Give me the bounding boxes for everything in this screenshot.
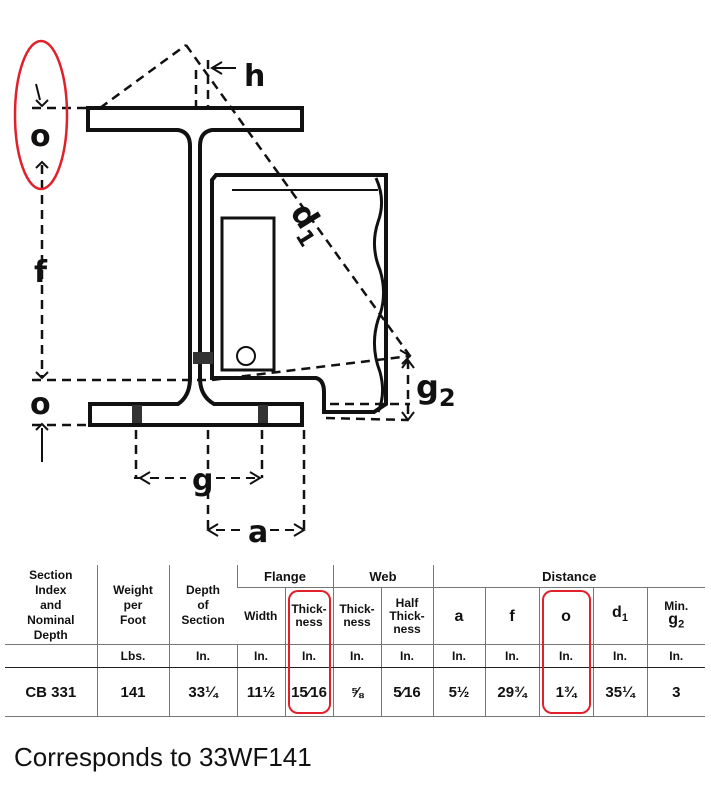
header-d1: d1: [592, 587, 647, 645]
label-o-bottom: o: [30, 387, 51, 422]
unit-web-half-thickness: In.: [380, 644, 433, 668]
table-row: CB 331 141 33¼ 11½ 15⁄16 ⅝ 5⁄16 5½ 29¾ 1…: [5, 665, 705, 717]
group-header-web: Web: [332, 565, 433, 588]
header-o: o: [538, 587, 593, 646]
label-g: g: [192, 463, 213, 498]
label-a: a: [248, 515, 268, 550]
rivet-top: [193, 352, 213, 364]
cell-min-g2: 3: [646, 667, 705, 717]
unit-flange-thickness: In.: [284, 643, 333, 670]
beam-connection-diagram: h o f o d1 g2 g a: [13, 39, 456, 550]
unit-section-index: [5, 644, 97, 668]
label-o-top: o: [30, 119, 51, 154]
i-beam-profile: [86, 106, 304, 427]
cell-flange-width: 11½: [236, 667, 285, 717]
cell-flange-thickness: 15⁄16: [284, 665, 333, 717]
group-header-flange: Flange: [236, 565, 333, 588]
header-web-thickness: Thick-ness: [332, 587, 381, 645]
cell-depth: 33¼: [168, 667, 237, 717]
unit-depth: In.: [168, 644, 237, 668]
unit-d1: In.: [592, 644, 647, 668]
wavy-edge: [373, 177, 385, 413]
unit-weight: Lbs.: [96, 644, 169, 668]
unit-a: In.: [432, 644, 485, 668]
cell-a: 5½: [432, 667, 485, 717]
cell-section: CB 331: [5, 667, 97, 717]
seat-angle: [210, 173, 388, 414]
label-d1: d1: [278, 196, 336, 252]
header-min-g2: Min.g2: [646, 587, 705, 645]
label-g2: g2: [416, 368, 456, 412]
bolt-hole: [236, 346, 256, 366]
header-a: a: [432, 587, 485, 645]
header-flange-width: Width: [244, 608, 278, 623]
unit-o: In.: [538, 643, 593, 670]
stiffener-plate: [220, 216, 276, 372]
group-header-distance: Distance: [432, 565, 705, 588]
cell-o: 1¾: [538, 665, 593, 717]
label-h: h: [244, 59, 265, 94]
label-f: f: [34, 255, 48, 290]
highlight-ellipse-o: [13, 39, 69, 191]
cell-d1: 35¼: [592, 667, 647, 717]
unit-f: In.: [484, 644, 539, 668]
rivet-left: [132, 405, 142, 423]
cell-weight: 141: [96, 667, 169, 717]
header-flange-thickness: Thick-ness: [284, 587, 333, 646]
cell-web-thickness: ⅝: [332, 667, 381, 717]
cell-f: 29¾: [484, 667, 539, 717]
caption: Corresponds to 33WF141: [14, 742, 312, 772]
rivet-right: [258, 405, 268, 423]
unit-web-thickness: In.: [332, 644, 381, 668]
unit-flange-width: In.: [236, 644, 285, 668]
unit-min-g2: In.: [646, 644, 705, 668]
header-f: f: [484, 587, 539, 645]
cell-web-half-thickness: 5⁄16: [380, 667, 433, 717]
